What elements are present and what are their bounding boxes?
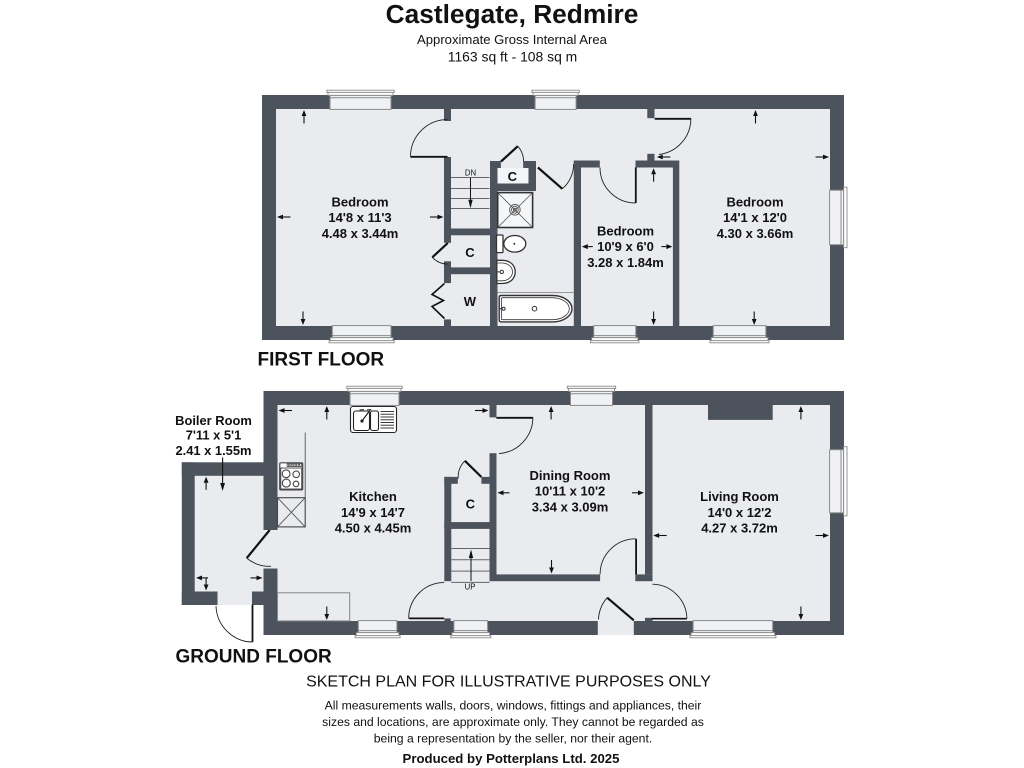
svg-text:2.41 x 1.55m: 2.41 x 1.55m: [176, 443, 252, 458]
svg-text:C: C: [465, 245, 475, 260]
svg-text:Bedroom: Bedroom: [597, 223, 654, 238]
svg-text:C: C: [466, 497, 476, 512]
svg-text:3.34 x 3.09m: 3.34 x 3.09m: [532, 500, 609, 515]
svg-text:Bedroom: Bedroom: [726, 194, 783, 209]
svg-text:Bedroom: Bedroom: [331, 194, 388, 209]
svg-text:10'9 x 6'0: 10'9 x 6'0: [597, 239, 654, 254]
svg-text:UP: UP: [465, 582, 476, 591]
svg-text:DN: DN: [465, 169, 476, 178]
svg-text:W: W: [464, 294, 477, 309]
svg-text:10'11 x 10'2: 10'11 x 10'2: [535, 484, 606, 499]
svg-text:4.30 x 3.66m: 4.30 x 3.66m: [717, 226, 794, 241]
svg-text:4.27 x 3.72m: 4.27 x 3.72m: [701, 521, 778, 536]
svg-text:7'11 x 5'1: 7'11 x 5'1: [186, 427, 242, 442]
svg-text:C: C: [508, 169, 518, 184]
svg-text:being a representation by the: being a representation by the seller, no…: [374, 732, 652, 746]
svg-text:1163 sq ft - 108 sq m: 1163 sq ft - 108 sq m: [448, 49, 577, 65]
svg-text:14'0 x 12'2: 14'0 x 12'2: [707, 505, 771, 520]
svg-text:sizes and locations, are appro: sizes and locations, are approximate onl…: [322, 715, 704, 729]
svg-text:SKETCH PLAN FOR ILLUSTRATIVE P: SKETCH PLAN FOR ILLUSTRATIVE PURPOSES ON…: [306, 673, 711, 690]
svg-text:All measurements walls, doors,: All measurements walls, doors, windows, …: [325, 699, 702, 713]
svg-text:Boiler Room: Boiler Room: [175, 413, 252, 428]
svg-text:4.48 x 3.44m: 4.48 x 3.44m: [322, 226, 399, 241]
svg-text:14'9 x 14'7: 14'9 x 14'7: [341, 505, 405, 520]
svg-text:Kitchen: Kitchen: [349, 489, 397, 504]
svg-text:Living Room: Living Room: [700, 489, 779, 504]
svg-text:Approximate Gross Internal Are: Approximate Gross Internal Area: [417, 32, 608, 47]
svg-text:4.50 x 4.45m: 4.50 x 4.45m: [335, 521, 412, 536]
svg-text:3.28 x 1.84m: 3.28 x 1.84m: [587, 255, 664, 270]
svg-text:Dining Room: Dining Room: [530, 468, 611, 483]
svg-text:14'8 x 11'3: 14'8 x 11'3: [328, 210, 391, 225]
svg-text:Produced by Potterplans Ltd. 2: Produced by Potterplans Ltd. 2025: [403, 751, 620, 766]
svg-text:GROUND FLOOR: GROUND FLOOR: [176, 647, 332, 668]
svg-text:Castlegate, Redmire: Castlegate, Redmire: [386, 0, 639, 29]
svg-text:FIRST FLOOR: FIRST FLOOR: [258, 350, 385, 371]
svg-text:14'1 x 12'0: 14'1 x 12'0: [723, 210, 787, 225]
